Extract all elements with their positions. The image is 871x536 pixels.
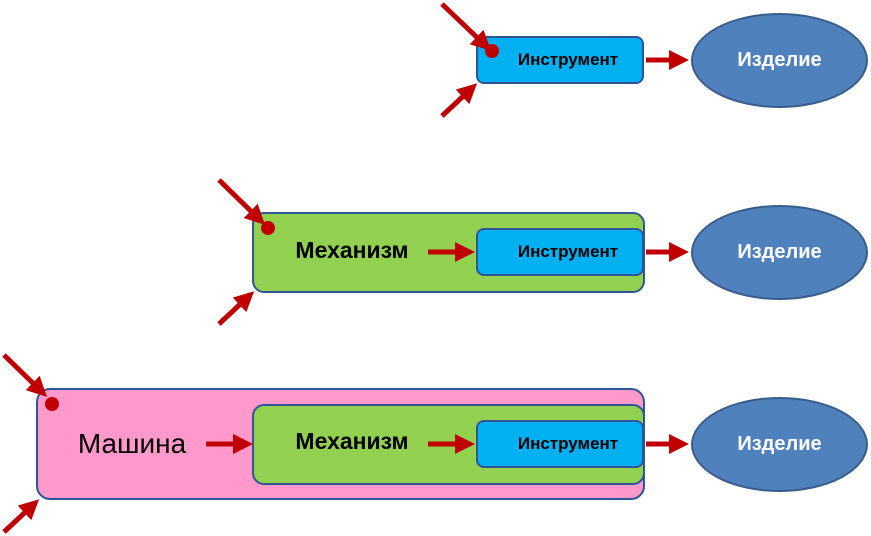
row1-bottom-input-arrow [440,83,478,118]
row2-top-input-arrow [217,178,266,225]
row3-mechanism-label: Механизм [295,427,409,454]
row2-bottom-input-arrow [217,291,255,326]
row3-bottom-input-arrow [2,499,40,534]
row3-tool-box [476,420,644,468]
row2-tool-label: Инструмент [517,242,619,261]
row3-top-input-arrow [2,353,48,397]
row1-tool-label: Инструмент [517,50,619,69]
row1-product-ellipse [691,13,868,108]
row3-tool-label: Инструмент [517,434,619,453]
row3-product-label: Изделие [737,433,822,455]
row3-machine-label: Машина [77,428,187,459]
row1-product-label: Изделие [737,49,822,71]
row2-mechanism-label: Механизм [295,236,409,263]
row3-product-ellipse [691,397,868,492]
row1-tool-box [476,36,644,84]
row2-product-ellipse [691,205,868,300]
row2-tool-box [476,228,644,276]
row2-product-label: Изделие [737,241,822,263]
